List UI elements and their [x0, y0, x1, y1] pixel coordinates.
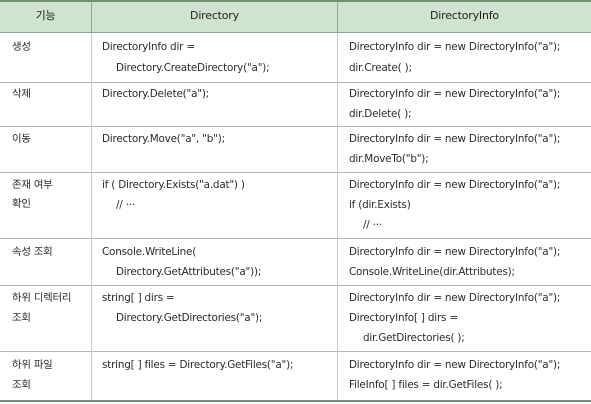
feature-label: 조회 — [12, 379, 31, 391]
directoryinfo-code-line: DirectoryInfo dir = new DirectoryInfo("a… — [349, 292, 561, 304]
header-divider — [91, 2, 92, 32]
directory-code-line: Directory.Delete("a"); — [102, 88, 209, 100]
table-header — [0, 0, 591, 33]
directory-code-line: string[ ] dirs = — [102, 292, 175, 304]
directory-code-line: // ··· — [116, 199, 136, 211]
directory-code-line: Directory.GetAttributes("a")); — [116, 266, 262, 278]
directoryinfo-code-line: dir.GetDirectories( ); — [363, 332, 465, 344]
column-divider — [91, 33, 92, 400]
header-feature: 기능 — [35, 9, 56, 22]
feature-label: 속성 조회 — [12, 246, 53, 258]
feature-label: 하위 디렉터리 — [12, 292, 72, 304]
row-divider — [0, 82, 591, 83]
directoryinfo-code-line: dir.Create( ); — [349, 62, 412, 74]
directoryinfo-code-line: DirectoryInfo dir = new DirectoryInfo("a… — [349, 133, 561, 145]
directory-code-line: if ( Directory.Exists("a.dat") ) — [102, 179, 245, 191]
column-divider — [337, 33, 338, 400]
directoryinfo-code-line: DirectoryInfo dir = new DirectoryInfo("a… — [349, 88, 561, 100]
directory-code-line: Directory.GetDirectories("a"); — [116, 312, 263, 324]
header-directory: Directory — [190, 9, 239, 22]
feature-label: 조회 — [12, 312, 31, 324]
directoryinfo-code-line: dir.MoveTo("b"); — [349, 153, 429, 165]
feature-label: 삭제 — [12, 88, 31, 100]
directoryinfo-code-line: dir.Delete( ); — [349, 108, 412, 120]
row-divider — [0, 172, 591, 173]
directoryinfo-code-line: DirectoryInfo dir = new DirectoryInfo("a… — [349, 246, 561, 258]
directoryinfo-code-line: DirectoryInfo[ ] dirs = — [349, 312, 458, 324]
feature-label: 이동 — [12, 133, 31, 145]
row-divider — [0, 238, 591, 239]
header-directoryinfo: DirectoryInfo — [430, 9, 499, 22]
header-divider — [337, 2, 338, 32]
row-divider — [0, 126, 591, 127]
directory-code-line: Console.WriteLine( — [102, 246, 197, 258]
directoryinfo-code-line: DirectoryInfo dir = new DirectoryInfo("a… — [349, 359, 561, 371]
directoryinfo-code-line: DirectoryInfo dir = new DirectoryInfo("a… — [349, 41, 561, 53]
directoryinfo-code-line: Console.WriteLine(dir.Attributes); — [349, 266, 515, 278]
directoryinfo-code-line: // ··· — [363, 219, 383, 231]
directory-code-line: DirectoryInfo dir = — [102, 41, 195, 53]
row-divider — [0, 285, 591, 286]
feature-label: 확인 — [12, 198, 31, 210]
feature-label: 하위 파일 — [12, 359, 53, 371]
directory-code-line: Directory.CreateDirectory("a"); — [116, 62, 270, 74]
feature-label: 생성 — [12, 41, 31, 53]
feature-label: 존재 여부 — [12, 179, 53, 191]
directory-code-line: string[ ] files = Directory.GetFiles("a"… — [102, 359, 294, 371]
directoryinfo-code-line: DirectoryInfo dir = new DirectoryInfo("a… — [349, 179, 561, 191]
table-bottom-border — [0, 400, 591, 402]
directoryinfo-code-line: if (dir.Exists) — [349, 199, 411, 211]
directoryinfo-code-line: FileInfo[ ] files = dir.GetFiles( ); — [349, 379, 503, 391]
row-divider — [0, 351, 591, 352]
directory-code-line: Directory.Move("a", "b"); — [102, 133, 225, 145]
